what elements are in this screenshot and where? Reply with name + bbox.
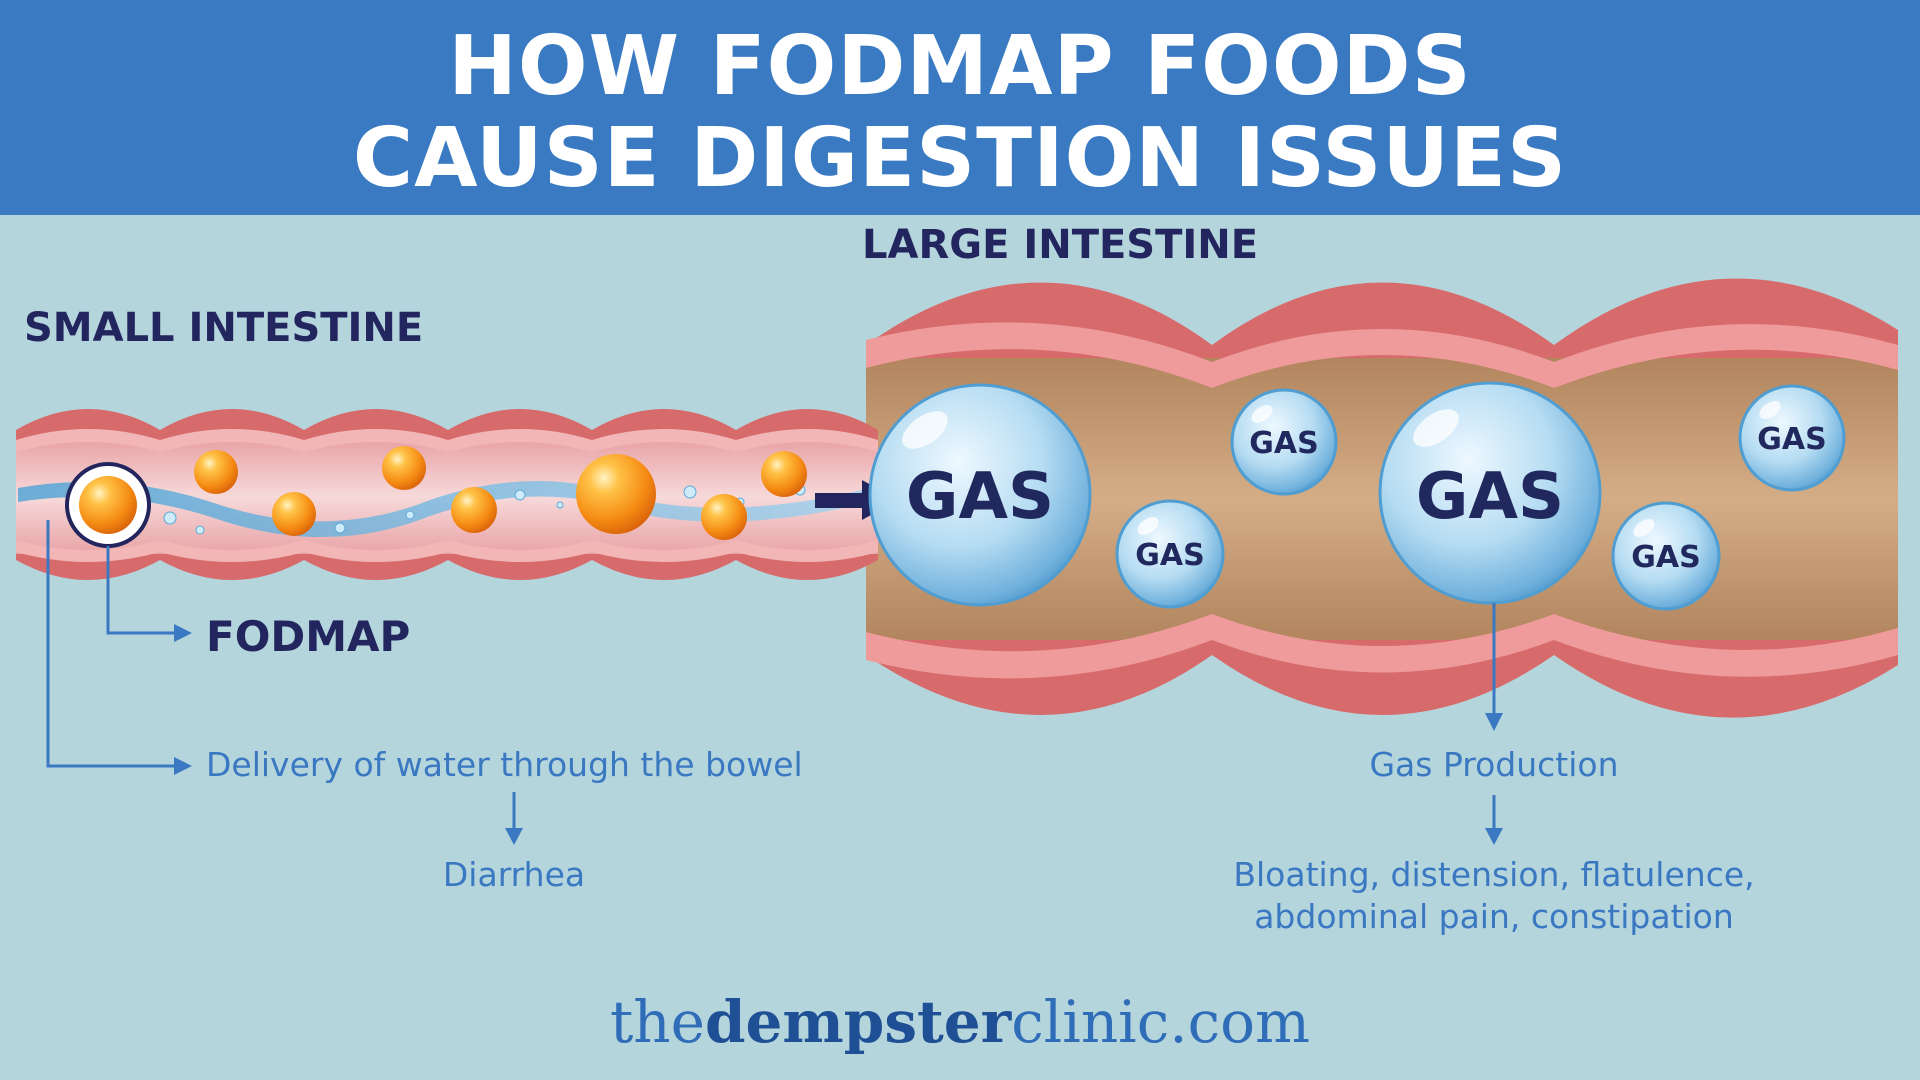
gas-production-note: Gas Production xyxy=(1369,745,1619,784)
arrow-right-icon xyxy=(174,624,192,642)
orange-sphere-icon xyxy=(79,476,137,534)
orange-sphere-icon xyxy=(272,492,316,536)
arrow-down-icon xyxy=(505,828,523,845)
url-bold: dempster xyxy=(704,988,1012,1056)
orange-sphere-icon xyxy=(576,454,656,534)
water-delivery-note: Delivery of water through the bowel xyxy=(206,745,803,784)
gas-label: GAS xyxy=(905,460,1055,534)
water-stream xyxy=(18,481,870,538)
orange-sphere-icon xyxy=(382,446,426,490)
fodmap-particles xyxy=(194,446,807,540)
diarrhea-note: Diarrhea xyxy=(442,855,586,894)
orange-sphere-icon xyxy=(701,494,747,540)
url-suffix: clinic.com xyxy=(1011,988,1311,1056)
gas-label: GAS xyxy=(1757,422,1827,457)
title-line-2: CAUSE DIGESTION ISSUES xyxy=(352,111,1568,206)
arrowheads xyxy=(174,624,1503,845)
gas-label: GAS xyxy=(1135,538,1205,573)
gas-label: GAS xyxy=(1631,540,1701,575)
arrow-down-icon xyxy=(1485,828,1503,845)
gas-label: GAS xyxy=(1415,460,1565,534)
symptoms-note-line2: abdominal pain, constipation xyxy=(1254,897,1734,936)
connector-lines xyxy=(46,520,1496,830)
website-url: thedempsterclinic.com xyxy=(0,988,1920,1056)
symptoms-note-line1: Bloating, distension, flatulence, xyxy=(1233,855,1755,894)
gas-bubbles xyxy=(868,381,1846,611)
orange-sphere-icon xyxy=(194,450,238,494)
fodmap-label: FODMAP xyxy=(206,612,411,661)
url-prefix: the xyxy=(609,988,705,1056)
small-intestine xyxy=(16,409,878,580)
orange-sphere-icon xyxy=(761,451,807,497)
arrow-down-icon xyxy=(1485,713,1503,731)
large-intestine-heading: LARGE INTESTINE xyxy=(862,222,1259,268)
orange-sphere-icon xyxy=(451,487,497,533)
arrow-right-icon xyxy=(174,757,192,775)
gas-label: GAS xyxy=(1249,426,1319,461)
title-line-1: HOW FODMAP FOODS xyxy=(448,19,1472,114)
header-banner xyxy=(0,0,1920,215)
small-intestine-heading: SMALL INTESTINE xyxy=(24,305,424,351)
